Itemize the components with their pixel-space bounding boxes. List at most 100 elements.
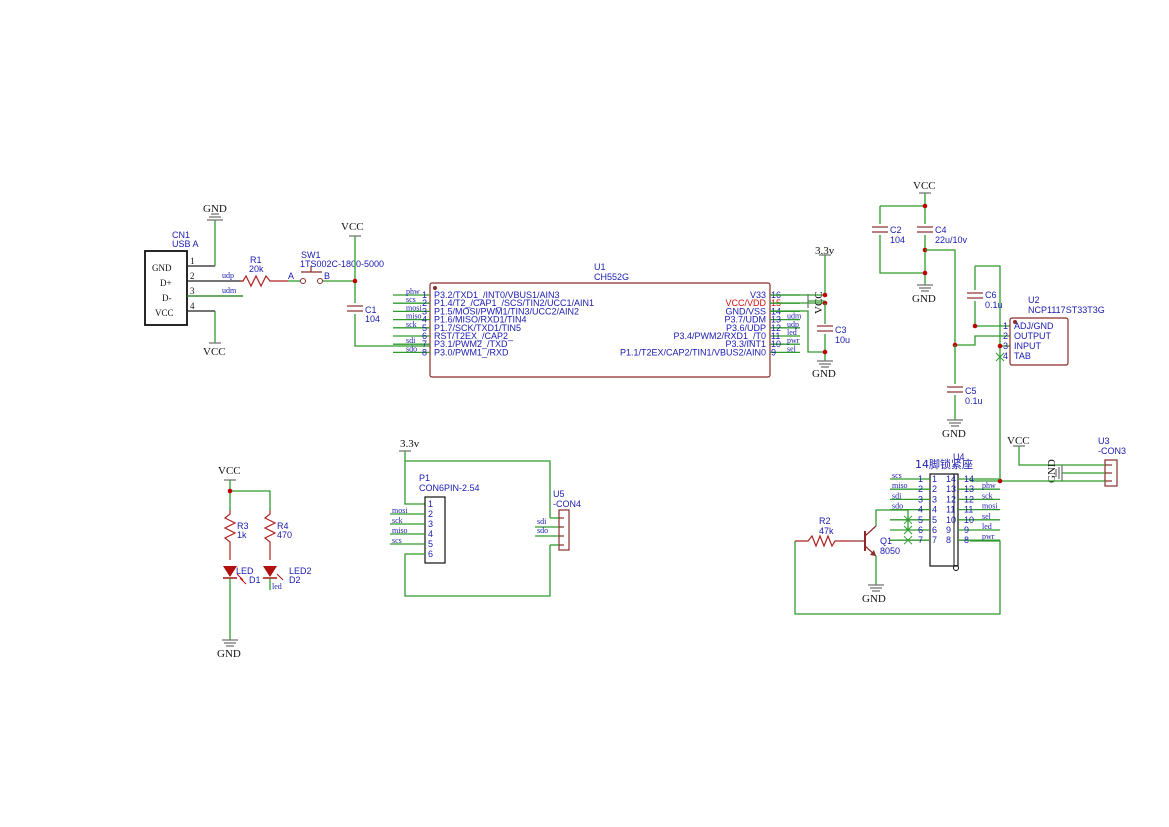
u4-left-num-4: 4: [918, 505, 923, 515]
u1-pin-num-4: 4: [422, 315, 427, 325]
p1-body: [424, 496, 446, 564]
u2-num-4: 4: [1003, 351, 1008, 361]
gnd-symbol-3: GND: [912, 284, 936, 305]
cn1-num-2: 2: [190, 271, 195, 281]
u1-pin-num-3: 3: [422, 306, 427, 316]
u1-body: [429, 282, 771, 378]
p1-net-mosi: mosi: [392, 506, 408, 515]
u1-ref: U1: [594, 262, 606, 272]
u2-num-2: 2: [1003, 331, 1008, 341]
led-d2[interactable]: LED2 D2: [263, 566, 312, 585]
mcu-u1-ch552g[interactable]: U1 CH552G: [429, 262, 771, 378]
capacitor-c3[interactable]: C3 10u: [817, 325, 850, 345]
capacitor-c4[interactable]: C4 22u/10v: [917, 225, 968, 245]
u1-pin-num-9: 9: [771, 347, 776, 357]
p1-net-sck: sck: [392, 516, 403, 525]
u4-inner-left-6: 6: [932, 525, 937, 535]
u1-pin-name-10: P3.3/INT1: [725, 339, 766, 349]
u2-body: [1009, 317, 1069, 366]
u4-inner-left-1: 1: [932, 474, 937, 484]
resistor-r1[interactable]: R1 20k: [240, 255, 288, 288]
u2-num-3: 3: [1003, 341, 1008, 351]
u4-right-num-13: 13: [964, 484, 974, 494]
transistor-q1[interactable]: Q1 8050: [850, 525, 900, 557]
u2-pin-adj: ADJ/GND: [1014, 321, 1054, 331]
gnd-label-5: GND: [1046, 459, 1058, 483]
vcc-symbol-6: VCC: [218, 465, 241, 481]
capacitor-c2[interactable]: C2 104: [872, 225, 905, 245]
resistor-r3[interactable]: R3 1k: [223, 510, 249, 560]
r2-ref: R2: [819, 516, 831, 526]
u4-inner-left-4: 4: [932, 505, 937, 515]
u1-pin-name-3: P1.5/MOSI/PWM1/TIN3/UCC2/AIN2: [434, 306, 579, 316]
u1-pin-name-4: P1.6/MISO/RXD1/TIN4: [434, 315, 527, 325]
u1-pin-num-8: 8: [422, 347, 427, 357]
c5-value: 0.1u: [965, 396, 983, 406]
u1-net-udm: udm: [787, 312, 802, 321]
r4-ref: R4: [277, 521, 289, 531]
c4-value: 22u/10v: [935, 235, 968, 245]
u1-pin-name-2: P1.4/T2_/CAP1_/SCS/TIN2/UCC1/AIN1: [434, 298, 594, 308]
u1-pin-num-2: 2: [422, 298, 427, 308]
u1-net-miso: miso: [406, 312, 422, 321]
net-label-led-2: led: [272, 582, 282, 591]
u1-net-sel: sel: [787, 344, 797, 353]
u4-inner-left-3: 3: [932, 494, 937, 504]
resistor-r4[interactable]: R4 470: [263, 510, 292, 560]
u4-left-num-2: 2: [918, 484, 923, 494]
connector-u3[interactable]: U3 -CON3: [1098, 436, 1126, 487]
cn1-value: USB A: [172, 239, 199, 249]
capacitor-c1[interactable]: C1 104: [347, 305, 380, 324]
u2-pin-tab: TAB: [1014, 351, 1031, 361]
u4-inner-right-11: 11: [946, 505, 955, 515]
u1-pin-name-7: P3.1/PWM2_/TXD: [434, 339, 508, 349]
gnd-symbol-2: GND: [812, 360, 836, 380]
cn1-num-1: 1: [190, 256, 195, 266]
capacitor-c6[interactable]: C6 0.1u: [967, 290, 1003, 310]
r1-ref: R1: [250, 255, 262, 265]
u2-num-1: 1: [1003, 321, 1008, 331]
gnd-label-3: GND: [912, 293, 936, 305]
vcc-label-1: VCC: [203, 346, 226, 358]
c2-ref: C2: [890, 225, 902, 235]
c5-ref: C5: [965, 386, 977, 396]
u4-net-led: led: [982, 522, 992, 531]
u5-body: [558, 509, 570, 551]
u2-value: NCP1117ST33T3G: [1028, 305, 1105, 315]
connector-u5[interactable]: U5 -CON4: [553, 489, 581, 551]
usb-connector-cn1[interactable]: CN1 USB A GND D+ D- VCC 1 2 3 4: [144, 230, 243, 326]
u4-right-num-8: 8: [964, 535, 969, 545]
u1-net-sdo: sdo: [406, 344, 417, 353]
u1-pin-name-1: P3.2/TXD1_/INT0/VBUS1/AIN3: [434, 290, 560, 300]
d1-value: LED: [236, 566, 254, 576]
capacitor-c5[interactable]: C5 0.1u: [947, 386, 983, 406]
q1-value: 8050: [880, 546, 900, 556]
r4-value: 470: [277, 530, 292, 540]
u1-net-sdi: sdi: [406, 336, 416, 345]
p1-pin-1: 1: [428, 499, 433, 509]
led-d1[interactable]: LED D1: [223, 566, 261, 585]
resistor-r2[interactable]: R2 47k: [795, 516, 850, 548]
regulator-u2[interactable]: U2 NCP1117ST33T3G 1 2 3 4 ADJ/GND OUTPUT…: [995, 295, 1105, 366]
u4-net-sel: sel: [982, 512, 992, 521]
u1-pin-num-6: 6: [422, 331, 427, 341]
u1-pin-num-7: 7: [422, 339, 427, 349]
u4-right-num-14: 14: [964, 474, 974, 484]
vcc-symbol-4: VCC: [913, 180, 936, 194]
u1-net-mosi: mosi: [406, 303, 422, 312]
net-label-udp-1: udp: [222, 271, 234, 280]
sw1-pin-a: A: [288, 271, 294, 281]
switch-sw1[interactable]: SW1 1TS002C-1800-5000 A B: [288, 250, 384, 284]
v33-label-1: 3.3v: [815, 245, 835, 257]
u5-net-sdo: sdo: [537, 526, 548, 535]
p1-ref: P1: [419, 473, 430, 483]
gnd-symbol-5: GND: [1046, 459, 1063, 483]
sw1-value: 1TS002C-1800-5000: [300, 259, 384, 269]
u4-value: 14脚锁紧座: [915, 457, 973, 471]
header-p1[interactable]: P1 CON6PIN-2.54: [419, 473, 480, 564]
cn1-body: [144, 250, 188, 326]
u4-inner-right-14: 14: [946, 474, 956, 484]
gnd-label-6: GND: [217, 648, 241, 660]
